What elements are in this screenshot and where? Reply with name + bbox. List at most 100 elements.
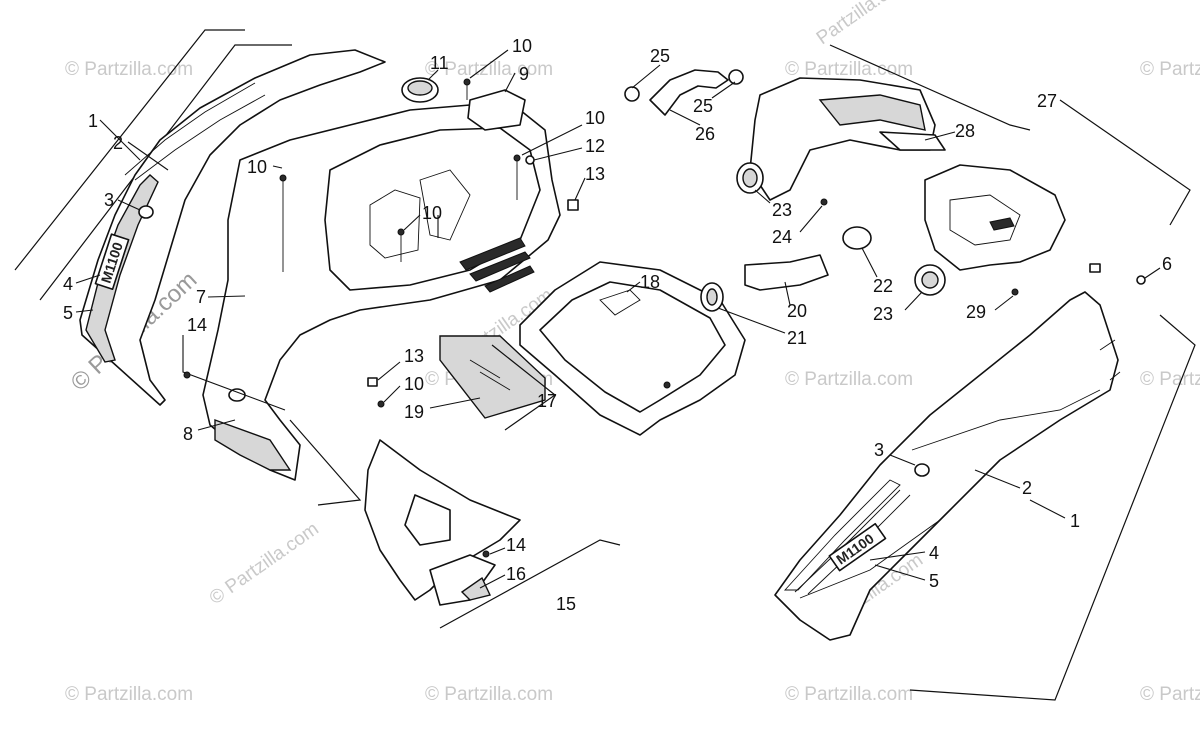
sensor-clip bbox=[1089, 263, 1101, 273]
callout-label: 3 bbox=[104, 190, 114, 210]
bracket-line bbox=[39, 44, 292, 301]
screw-head bbox=[1011, 288, 1019, 296]
grommet-hole bbox=[921, 271, 939, 289]
panel-edge bbox=[124, 82, 256, 176]
callout-label: 14 bbox=[187, 315, 207, 335]
watermark: © Partzilla.com bbox=[1140, 59, 1200, 80]
intake-duct bbox=[744, 254, 829, 291]
panel-rivet bbox=[138, 205, 154, 219]
inner-bracket bbox=[419, 169, 471, 241]
leader-line bbox=[75, 274, 101, 284]
leader-line bbox=[117, 199, 141, 211]
bracket-line bbox=[439, 539, 621, 629]
badge-plate bbox=[828, 522, 887, 572]
callout-label: 10 bbox=[512, 36, 532, 56]
bracket-line bbox=[829, 44, 1031, 131]
console-opening bbox=[404, 494, 451, 546]
callout-label: 10 bbox=[404, 374, 424, 394]
tray-detail bbox=[599, 289, 641, 316]
callout-label: 1 bbox=[88, 111, 98, 131]
stripe-decal bbox=[783, 479, 901, 591]
intake-hose bbox=[649, 69, 729, 116]
watermark: © Partzilla.com bbox=[1140, 369, 1200, 390]
callout-label: 2 bbox=[1022, 478, 1032, 498]
leader-line bbox=[626, 281, 641, 293]
callout-label: 12 bbox=[585, 136, 605, 156]
callout-label: 18 bbox=[640, 272, 660, 292]
leader-line bbox=[711, 81, 736, 99]
tray-inner bbox=[539, 281, 726, 413]
bracket-line bbox=[491, 344, 557, 431]
leader-line bbox=[1029, 499, 1066, 519]
hose-clamp bbox=[624, 86, 640, 102]
callout-label: 14 bbox=[506, 535, 526, 555]
trim-panel bbox=[439, 335, 546, 419]
airbox-channel bbox=[818, 94, 926, 131]
retaining-clip bbox=[567, 199, 579, 211]
leader-line bbox=[994, 295, 1014, 311]
washer bbox=[525, 155, 535, 165]
leader-line bbox=[504, 72, 516, 93]
bracket-line bbox=[289, 419, 362, 506]
leader-line bbox=[429, 397, 481, 409]
callout-label: 1 bbox=[1070, 511, 1080, 531]
callout-label: 10 bbox=[585, 108, 605, 128]
push-rivet bbox=[1136, 275, 1146, 285]
screw-head bbox=[513, 154, 521, 162]
callout-label: 25 bbox=[693, 96, 713, 116]
callout-label: 6 bbox=[1162, 254, 1172, 274]
panel-edge bbox=[134, 94, 266, 181]
bracket-line bbox=[1059, 99, 1191, 226]
left-stripe-decal bbox=[85, 174, 159, 363]
leader-line bbox=[869, 551, 926, 561]
leader-line bbox=[469, 49, 509, 79]
trim-panel-detail bbox=[469, 359, 511, 391]
watermark: © Partzilla.com bbox=[65, 684, 193, 705]
leader-line bbox=[99, 119, 141, 161]
callout-label: 4 bbox=[63, 274, 73, 294]
callout-label: 26 bbox=[695, 124, 715, 144]
panel-edge bbox=[911, 389, 1101, 451]
badge-plate bbox=[94, 233, 130, 290]
leader-line bbox=[889, 454, 916, 466]
leader-line bbox=[427, 69, 439, 81]
leader-line bbox=[631, 64, 661, 89]
leader-line bbox=[489, 547, 506, 555]
leader-line bbox=[533, 147, 583, 161]
callout-label: 20 bbox=[787, 301, 807, 321]
callout-label: 13 bbox=[404, 346, 424, 366]
top-hardware-group bbox=[397, 49, 586, 262]
side-vents bbox=[459, 237, 535, 293]
leader-line bbox=[182, 335, 286, 411]
callout-label: 23 bbox=[873, 304, 893, 324]
callout-label: 21 bbox=[787, 328, 807, 348]
vent-slat bbox=[459, 237, 526, 271]
leader-line bbox=[127, 141, 169, 171]
leader-line bbox=[197, 419, 236, 431]
inner-bracket bbox=[369, 189, 421, 259]
lower-console-group bbox=[289, 419, 621, 629]
screw-head bbox=[820, 198, 828, 206]
callout-label: 5 bbox=[929, 571, 939, 591]
callout-label: 25 bbox=[650, 46, 670, 66]
hood-fastener bbox=[228, 388, 246, 402]
callout-labels: 1 2 3 4 5 7 8 14 10 11 10 9 10 12 13 10 … bbox=[63, 36, 1172, 614]
bracket-line bbox=[909, 314, 1196, 701]
leader-line bbox=[669, 109, 701, 126]
watermark: © Partzilla.com bbox=[65, 59, 193, 80]
leader-line bbox=[799, 205, 823, 233]
watermark: © Partzilla.com bbox=[785, 684, 913, 705]
vent-slat bbox=[484, 265, 535, 293]
screw-head bbox=[377, 400, 385, 408]
leader-line bbox=[377, 361, 401, 381]
screw-head bbox=[397, 228, 405, 236]
watermark-faint: © Partzilla.com bbox=[206, 518, 323, 609]
grommet-hole bbox=[706, 288, 718, 306]
callout-label: 10 bbox=[247, 157, 267, 177]
dash-insert-group bbox=[367, 335, 546, 419]
leader-line bbox=[383, 385, 401, 403]
callout-label: 10 bbox=[422, 203, 442, 223]
callout-label: 2 bbox=[113, 133, 123, 153]
screw-head bbox=[482, 550, 490, 558]
